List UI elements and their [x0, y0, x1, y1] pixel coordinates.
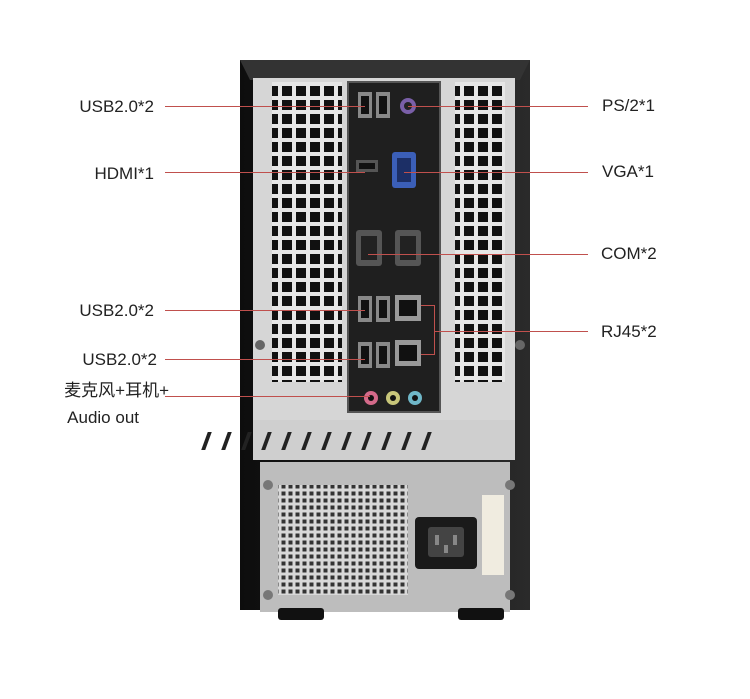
- leader-usb-low: [165, 359, 365, 360]
- usb-low-label: USB2.0*2: [82, 350, 157, 369]
- usb-mid-label: USB2.0*2: [79, 301, 154, 320]
- com-port-icon: [356, 230, 421, 266]
- vga-port-icon: [392, 152, 416, 188]
- leader-audio: [165, 396, 370, 397]
- hdmi-port-icon: [356, 160, 378, 172]
- leader-rj45: [434, 331, 588, 332]
- power-socket-icon: [415, 517, 477, 569]
- vga-label: VGA*1: [602, 162, 654, 181]
- hdmi-label: HDMI*1: [94, 164, 154, 183]
- rj45-label: RJ45*2: [601, 322, 657, 341]
- usb-port-icon: [358, 92, 390, 118]
- leader-ps2: [408, 106, 588, 107]
- leader-usb-mid: [165, 310, 365, 311]
- chassis-top-bevel: [240, 60, 530, 80]
- ps2-label: PS/2*1: [602, 96, 655, 115]
- usb-top-label: USB2.0*2: [79, 97, 154, 116]
- screw: [515, 340, 525, 350]
- screw: [505, 590, 515, 600]
- audio-label-line1: 麦克风+耳机+: [64, 381, 169, 400]
- audio-jack-icon: [364, 391, 422, 405]
- right-vent-grille: [455, 82, 505, 382]
- foot: [278, 608, 324, 620]
- usb-port-icon: [358, 296, 390, 322]
- screw: [263, 590, 273, 600]
- com-label: COM*2: [601, 244, 657, 263]
- leader-com: [368, 254, 588, 255]
- lower-panel: [253, 420, 515, 460]
- leader-rj45-bracket: [434, 305, 435, 355]
- screw: [505, 480, 515, 490]
- psu-fan-mesh: [278, 485, 408, 595]
- left-vent-grille: [272, 82, 342, 382]
- usb-port-icon: [358, 342, 390, 368]
- psu-label: [482, 495, 504, 575]
- audio-label-line2: Audio out: [67, 408, 139, 427]
- lower-vent-slots: [201, 432, 432, 450]
- screw: [255, 340, 265, 350]
- leader-usb-top: [165, 106, 365, 107]
- leader-rj45-bottom: [421, 354, 435, 355]
- foot: [458, 608, 504, 620]
- leader-vga: [404, 172, 588, 173]
- leader-hdmi: [165, 172, 365, 173]
- screw: [263, 480, 273, 490]
- leader-rj45-top: [421, 305, 435, 306]
- rj45-port-icon: [395, 295, 421, 366]
